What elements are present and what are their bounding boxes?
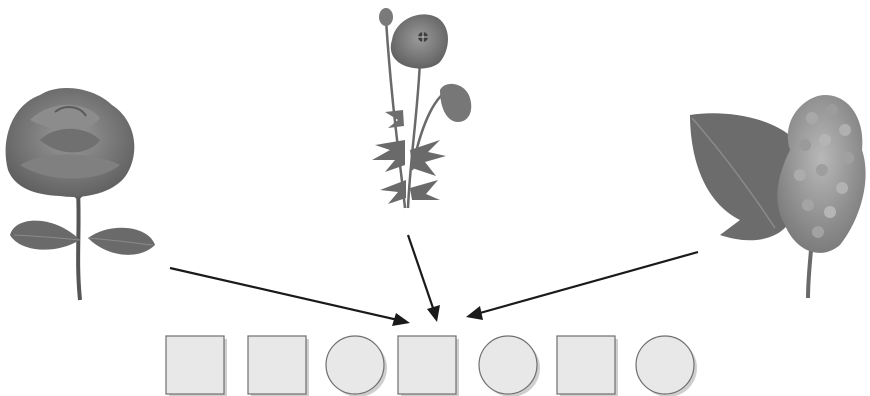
- arrow-poppy-to-slot: [406, 234, 440, 322]
- arrow-lilac-to-slot: [466, 250, 699, 320]
- arrow-rose-to-slot: [169, 266, 410, 326]
- poppy-icon: [372, 8, 472, 209]
- arrows: [169, 234, 699, 326]
- slot-circle: [635, 335, 697, 396]
- slot-circle: [478, 335, 540, 396]
- slot-square: [556, 335, 618, 396]
- slot-circle: [325, 335, 387, 396]
- slot-square: [247, 335, 309, 396]
- shape-sequence: [165, 335, 697, 396]
- slot-square: [165, 335, 227, 396]
- slot-square-target: [397, 335, 459, 396]
- lilac-icon: [690, 95, 866, 299]
- rose-icon: [5, 87, 155, 301]
